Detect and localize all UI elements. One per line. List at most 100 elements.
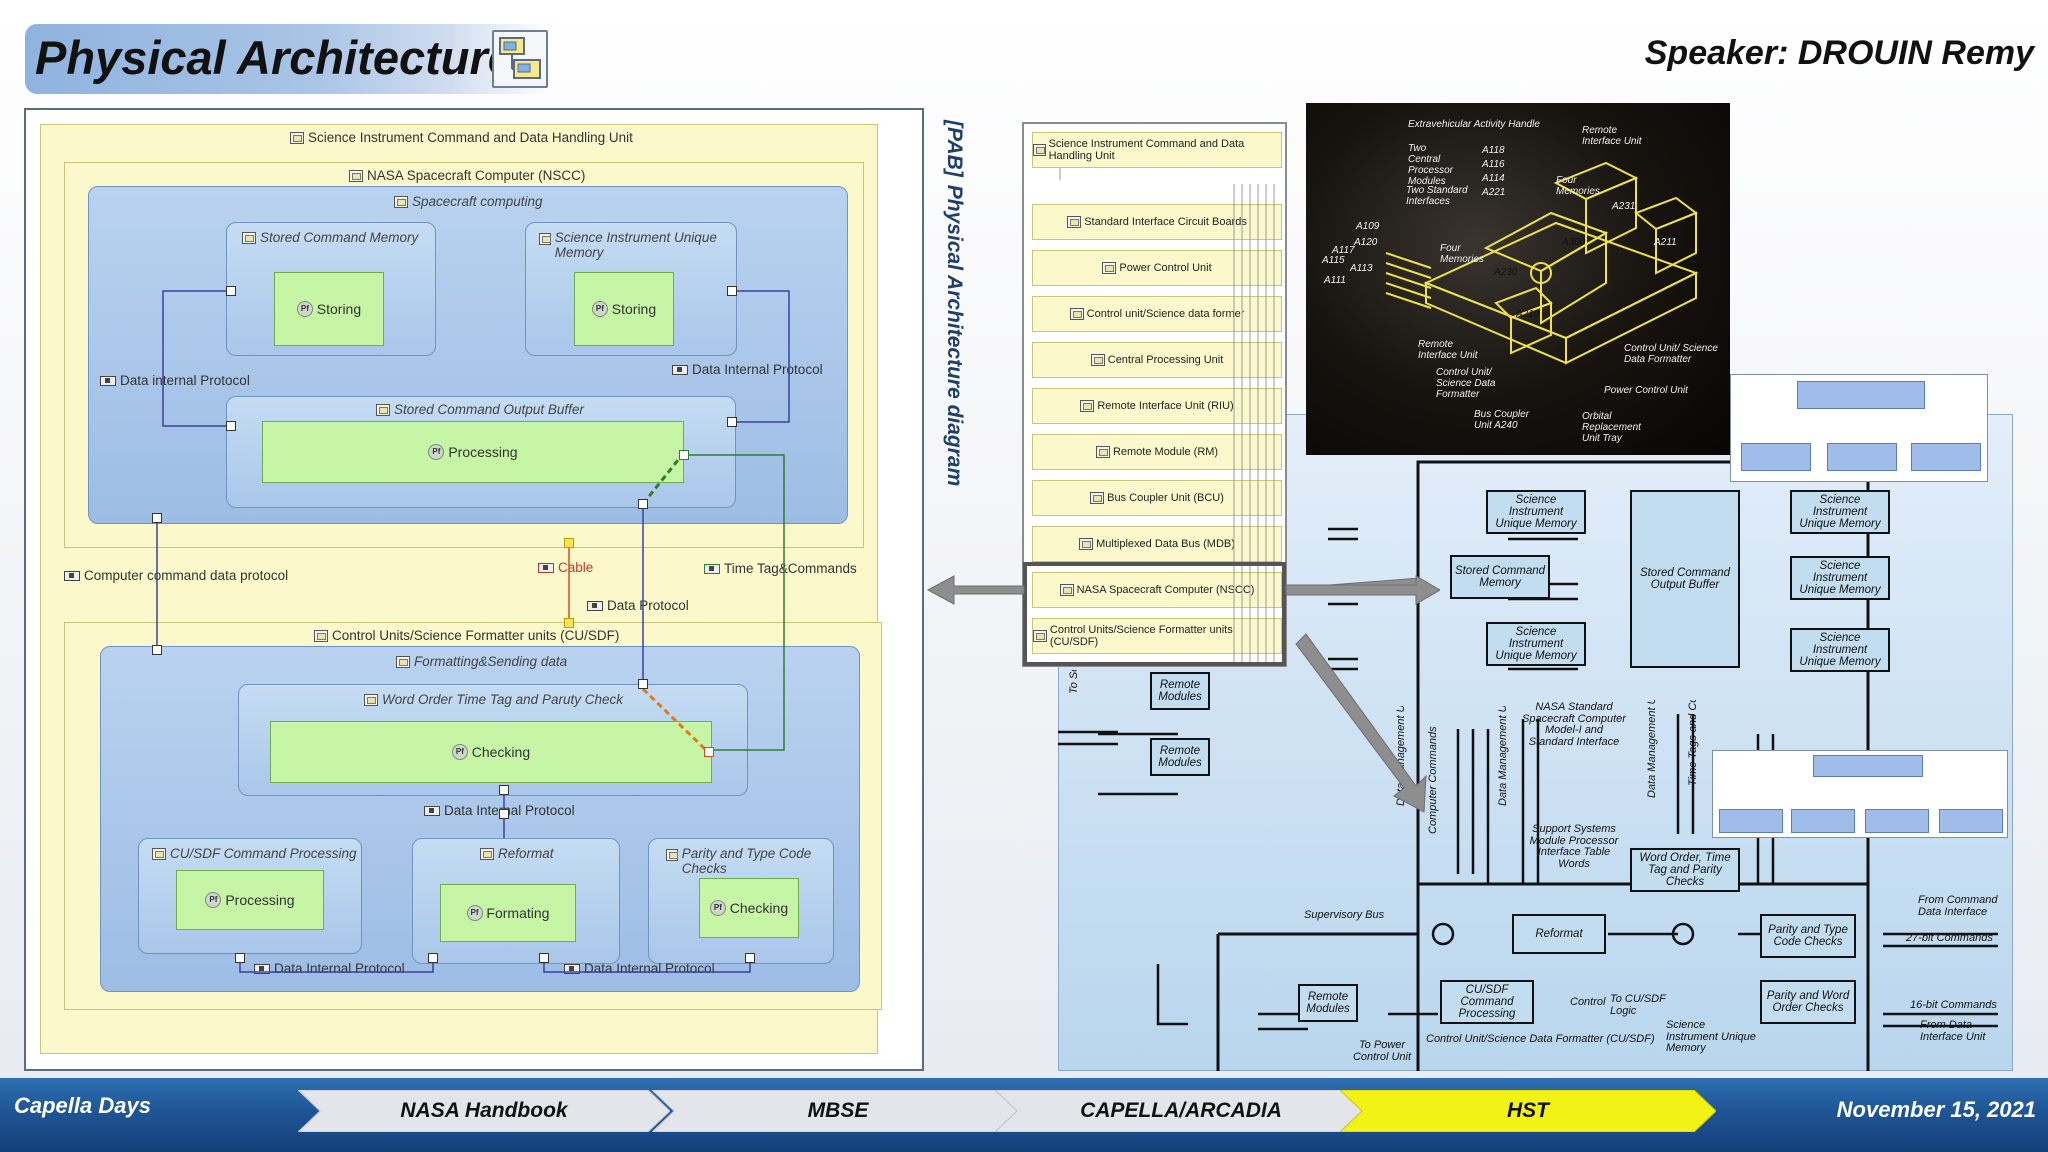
chevron-shape [1340, 1090, 1716, 1132]
photo-riu: Remote Interface Unit [1582, 125, 1642, 147]
exchange-dashed-orange [641, 687, 711, 755]
page-title: Physical Architecture [35, 31, 514, 84]
mini-diagram-spacecraft-computing [1730, 374, 1988, 482]
function-processing-nscc[interactable]: Pf Processing [262, 421, 684, 483]
function-icon: Pf [466, 905, 483, 921]
label-cable: Cable [538, 560, 593, 575]
port[interactable] [235, 953, 245, 963]
port[interactable] [564, 538, 574, 548]
function-icon: Pf [205, 892, 222, 908]
port[interactable] [499, 785, 509, 795]
hst-item-nscc[interactable]: NASA Spacecraft Computer (NSCC) [1032, 572, 1282, 608]
port[interactable] [679, 450, 689, 460]
photo-a230: A230 [1494, 267, 1518, 278]
function-checking-main[interactable]: Pf Checking [270, 721, 712, 783]
port[interactable] [539, 953, 549, 963]
photo-a221: A221 [1482, 187, 1506, 198]
photo-pcu: Power Control Unit [1604, 385, 1688, 396]
stored-command-output-buffer-title: Stored Command Output Buffer [376, 402, 584, 417]
physical-node-icon [1033, 630, 1047, 642]
speaker-label: Speaker: DROUIN Remy [1644, 34, 2034, 72]
schem-nasa-standard: NASA Standard Spacecraft Computer Model-… [1522, 701, 1626, 748]
svg-text:[PAB]Physical Architecture dia: [PAB]Physical Architecture diagram [943, 119, 966, 486]
component-cusdf-command-processing[interactable] [138, 838, 362, 954]
mapping-arrows [926, 575, 1440, 813]
hst-item-sichdu[interactable]: Science Instrument Command and Data Hand… [1032, 132, 1282, 168]
hst-hardware-photo: Extravehicular Activity Handle Remote In… [1306, 103, 1730, 455]
port[interactable] [152, 513, 162, 523]
hst-item-riu[interactable]: Remote Interface Unit (RIU) [1032, 388, 1282, 424]
schem-dmu-67: Data Management Units 6 and 7 [1646, 700, 1658, 798]
function-icon: Pf [591, 301, 608, 317]
schem-to-sc-label: To Sc [1068, 666, 1080, 694]
port[interactable] [428, 953, 438, 963]
hst-item-bcu[interactable]: Bus Coupler Unit (BCU) [1032, 480, 1282, 516]
hst-item-cusdf[interactable]: Control Units/Science Formatter units (C… [1032, 618, 1282, 654]
port[interactable] [499, 809, 509, 819]
hst-item-rm[interactable]: Remote Module (RM) [1032, 434, 1282, 470]
svg-text:To Sc: To Sc [1068, 670, 1080, 694]
physical-node-icon [1080, 400, 1095, 412]
photo-four-mem-2: Four Memories [1440, 243, 1484, 265]
port[interactable] [226, 421, 236, 431]
label-computer-command-data-protocol: Computer command data protocol [64, 568, 288, 583]
schem-parity-word: Parity and Word Order Checks [1760, 980, 1856, 1024]
hst-physical-node-list: Science Instrument Command and Data Hand… [1022, 122, 1287, 667]
hst-item-standard-interface[interactable]: Standard Interface Circuit Boards [1032, 204, 1282, 240]
schem-remote-modules-1: Remote Modules [1150, 672, 1210, 710]
schem-si-memory-1: Science Instrument Unique Memory [1486, 490, 1586, 534]
step-capella-arcadia[interactable]: CAPELLA/ARCADIA [995, 1090, 1367, 1132]
function-storing-2[interactable]: Pf Storing [574, 272, 674, 346]
step-label: CAPELLA/ARCADIA [1080, 1099, 1282, 1122]
hst-list-highlight [1023, 562, 1286, 666]
port[interactable] [564, 618, 574, 628]
behavior-component-icon [376, 403, 390, 416]
step-mbse[interactable]: MBSE [652, 1090, 1024, 1132]
stored-command-memory-title: Stored Command Memory [242, 230, 418, 245]
hardware-drawing [1385, 161, 1699, 365]
behavior-component-icon [480, 847, 494, 860]
physical-node-icon [1067, 216, 1082, 228]
physical-node-icon [314, 629, 328, 642]
function-processing-cusdf[interactable]: Pf Processing [176, 870, 324, 930]
function-checking-parity[interactable]: Pf Checking [699, 878, 799, 938]
hst-item-control-unit[interactable]: Control unit/Science data former [1032, 296, 1282, 332]
function-storing-1[interactable]: Pf Storing [274, 272, 384, 346]
step-nasa-handbook[interactable]: NASA Handbook [298, 1090, 670, 1132]
hst-item-cpu[interactable]: Central Processing Unit [1032, 342, 1282, 378]
component-parity-type[interactable] [648, 838, 834, 964]
word-order-title: Word Order Time Tag and Paruty Check [364, 692, 623, 707]
physical-node-icon [1102, 262, 1117, 274]
port[interactable] [152, 645, 162, 655]
photo-remote-iface: Remote Interface Unit [1418, 339, 1478, 361]
step-hst[interactable]: HST [1340, 1090, 1716, 1132]
physical-link-icon [424, 805, 440, 816]
reformat-title: Reformat [480, 846, 554, 861]
photo-four-mem-1: Four Memories [1556, 175, 1600, 197]
hst-item-power-control[interactable]: Power Control Unit [1032, 250, 1282, 286]
port[interactable] [638, 679, 648, 689]
port[interactable] [638, 499, 648, 509]
mini-box [1741, 443, 1811, 471]
port[interactable] [704, 747, 714, 757]
label-data-internal-protocol-left: Data internal Protocol [100, 373, 250, 388]
mini-box [1939, 809, 2003, 833]
schem-si-memory-2: Science Instrument Unique Memory [1486, 622, 1586, 666]
function-icon: Pf [428, 444, 445, 460]
schem-to-logic: To CU/SDF Logic [1610, 993, 1666, 1017]
port[interactable] [727, 417, 737, 427]
schem-cmds-16: 16-bit Commands [1910, 999, 1997, 1011]
footer-date: November 15, 2021 [1836, 1097, 2036, 1122]
physical-node-icon [1090, 492, 1105, 504]
port[interactable] [727, 286, 737, 296]
link-memory-buffer-left [162, 290, 231, 427]
schem-support: Support Systems Module Processor Interfa… [1529, 823, 1619, 870]
photo-a117: A117 [1332, 245, 1355, 256]
hst-item-mdb[interactable]: Multiplexed Data Bus (MDB) [1032, 526, 1282, 562]
photo-a210: A210 [1516, 309, 1540, 320]
port[interactable] [745, 953, 755, 963]
port[interactable] [226, 286, 236, 296]
function-formating[interactable]: Pf Formating [440, 884, 576, 942]
pab-links [156, 290, 790, 973]
behavior-component-icon [152, 847, 166, 860]
